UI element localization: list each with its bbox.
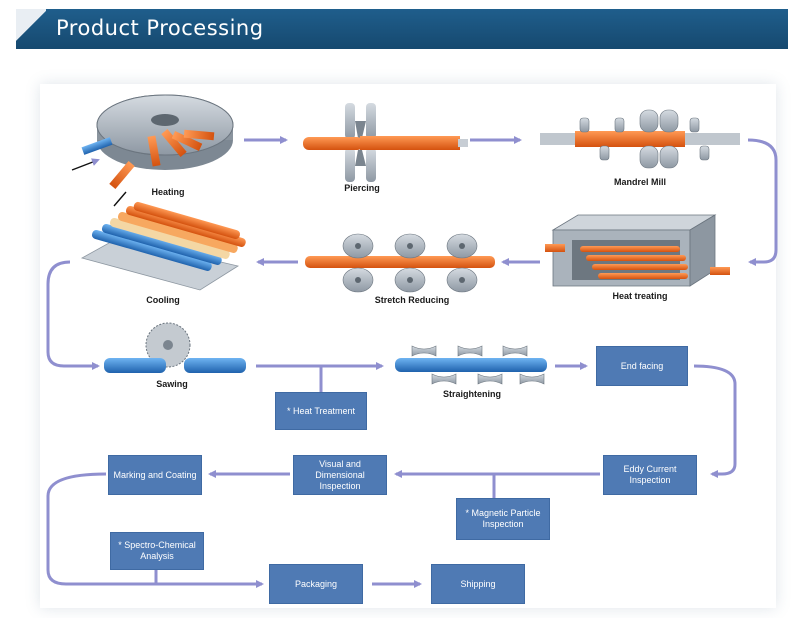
eddy-current-inspection-box: Eddy Current Inspection [603,455,697,495]
packaging-box: Packaging [269,564,363,604]
straightening-machine-icon [395,345,547,385]
page-title: Product Processing [56,16,264,40]
cooling-bed-icon [80,201,246,291]
page-header: Product Processing [16,9,788,49]
stretch-reducing-mill-icon [305,233,495,293]
stage-label-straightening: Straightening [443,389,501,399]
magnetic-particle-inspection-box: * Magnetic Particle Inspection [456,498,550,540]
stage-label-cooling: Cooling [146,295,180,305]
arrow-marking-to-packaging [46,472,264,588]
spectro-chemical-analysis-box: * Spectro-Chemical Analysis [110,532,204,570]
stage-label-stretch-reducing: Stretch Reducing [374,295,450,305]
stage-label-heat-treating: Heat treating [612,291,668,301]
heat-treatment-box: * Heat Treatment [275,392,367,430]
stage-label-piercing: Piercing [344,183,380,193]
stage-label-heating: Heating [151,187,185,197]
flow-arrows [46,136,778,588]
arrow-cooling-to-sawing [46,260,100,370]
heat-treating-furnace-icon [545,214,730,287]
mandrel-mill-icon [540,109,740,169]
end-facing-box: End facing [596,346,688,386]
arrow-end-facing-to-eddy [693,364,737,478]
sawing-machine-icon [104,322,246,373]
header-accent [16,9,46,49]
shipping-box: Shipping [431,564,525,604]
marking-coating-box: Marking and Coating [108,455,202,495]
stage-label-sawing: Sawing [156,379,188,389]
stage-label-mandrel-mill: Mandrel Mill [613,177,667,187]
piercing-mill-icon [303,103,468,182]
arrow-mandrel-to-heat-treating [747,138,778,266]
heating-furnace-icon [71,94,234,207]
visual-dimensional-inspection-box: Visual and Dimensional Inspection [293,455,387,495]
